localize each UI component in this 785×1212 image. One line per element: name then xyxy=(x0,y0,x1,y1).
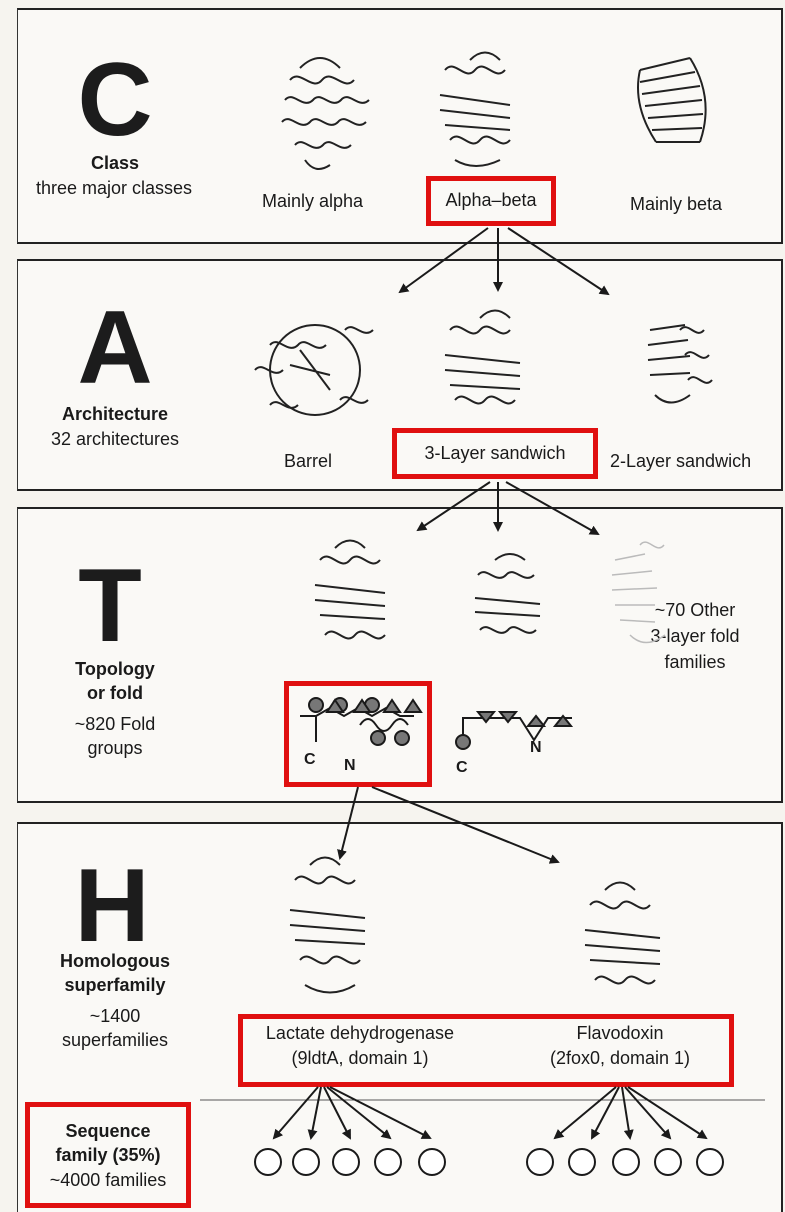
flavodoxin-structure-icon xyxy=(585,883,660,984)
topology-other-structure-icon xyxy=(612,542,665,642)
architecture-to-topology-arrows xyxy=(418,482,598,534)
ldh-family-circles xyxy=(255,1149,445,1175)
two-layer-sandwich-structure-icon xyxy=(648,325,712,403)
family-circle xyxy=(293,1149,319,1175)
family-circle xyxy=(419,1149,445,1175)
family-circle xyxy=(527,1149,553,1175)
barrel-structure-icon xyxy=(255,325,373,415)
three-layer-sandwich-structure-icon xyxy=(445,311,520,404)
mainly-alpha-structure-icon xyxy=(282,58,369,169)
flavodoxin-family-circles xyxy=(527,1149,723,1175)
family-circle xyxy=(255,1149,281,1175)
alpha-beta-structure-icon xyxy=(440,53,510,167)
flavodoxin-to-families-arrows xyxy=(555,1087,706,1138)
family-circle xyxy=(697,1149,723,1175)
topology-structure-1-icon xyxy=(315,541,385,639)
family-circle xyxy=(613,1149,639,1175)
family-circle xyxy=(569,1149,595,1175)
topology-right-n-label: N xyxy=(530,739,542,756)
topology-left-c-label: C xyxy=(304,751,316,768)
mainly-beta-structure-icon xyxy=(638,58,706,142)
topology-left-n-label: N xyxy=(344,757,356,774)
topology-diagram-left xyxy=(300,698,421,745)
ldh-to-families-arrows xyxy=(274,1087,430,1138)
topology-to-homologous-arrows xyxy=(340,787,558,862)
family-circle xyxy=(655,1149,681,1175)
topology-structure-2-icon xyxy=(475,554,540,633)
family-circle xyxy=(333,1149,359,1175)
topology-right-c-label: C xyxy=(456,759,468,776)
ldh-structure-icon xyxy=(290,858,365,993)
topology-diagram-right xyxy=(456,712,572,749)
class-to-architecture-arrows xyxy=(400,228,608,294)
family-circle xyxy=(375,1149,401,1175)
